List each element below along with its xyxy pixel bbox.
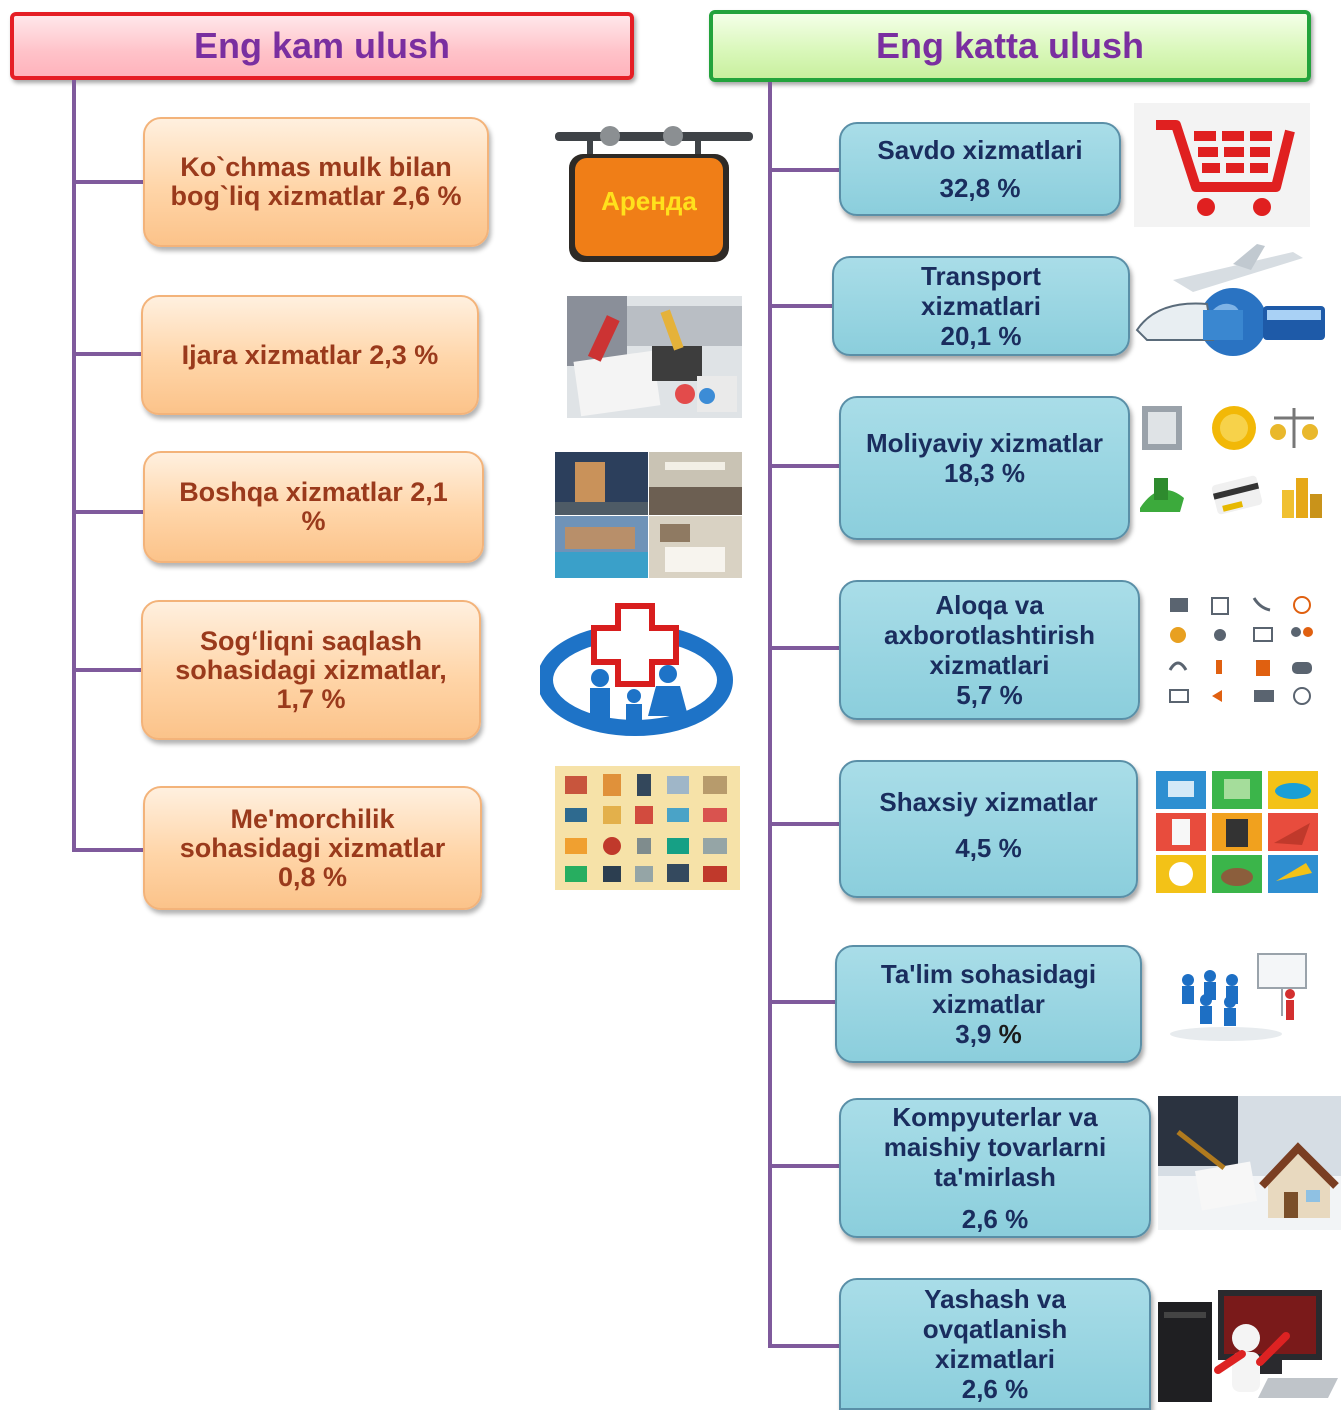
right-header: Eng katta ulush bbox=[709, 10, 1311, 82]
house-contract-photo bbox=[1158, 1096, 1341, 1230]
left-box-4-line-2: sohasidagi xizmatlar, bbox=[175, 654, 447, 685]
right-box-transport: Transport xizmatlari 20,1 % bbox=[832, 256, 1130, 356]
architecture-icons-grid bbox=[555, 766, 740, 890]
right-box-7-line-1: Kompyuterlar va bbox=[892, 1102, 1098, 1132]
right-box-accommodation: Yashash va ovqatlanish xizmatlari 2,6 % bbox=[839, 1278, 1151, 1410]
left-box-1-line-1: Ko`chmas mulk bilan bbox=[180, 152, 452, 182]
right-box-finance: Moliyaviy xizmatlar 18,3 % bbox=[839, 396, 1130, 540]
right-box-2-line-2: xizmatlari bbox=[921, 291, 1041, 321]
right-box-2-line-1: Transport bbox=[921, 261, 1041, 291]
transport-globe-icon bbox=[1133, 240, 1329, 360]
left-box-rent: Ijara xizmatlar 2,3 % bbox=[141, 295, 479, 415]
right-box-4-line-1: Aloqa va bbox=[935, 590, 1044, 620]
right-branch-1 bbox=[768, 168, 840, 172]
right-branch-2 bbox=[768, 304, 834, 308]
right-branch-3 bbox=[768, 464, 840, 468]
right-box-3-line-1: Moliyaviy xizmatlar bbox=[866, 428, 1103, 458]
left-trunk-line bbox=[72, 80, 76, 852]
right-box-personal: Shaxsiy xizmatlar 4,5 % bbox=[839, 760, 1138, 898]
left-box-3-line-1: Boshqa xizmatlar 2,1 bbox=[179, 477, 448, 507]
right-box-6-pct-sign: % bbox=[991, 1019, 1022, 1049]
left-branch-3 bbox=[72, 510, 144, 514]
left-box-3-line-2: % bbox=[301, 506, 326, 536]
left-box-architecture: Me'morchilik sohasidagi xizmatlar 0,8 % bbox=[143, 786, 482, 910]
right-box-4-line-4: 5,7 % bbox=[956, 680, 1023, 710]
right-trunk-line bbox=[768, 82, 772, 1348]
left-branch-1 bbox=[72, 180, 144, 184]
family-health-icon bbox=[540, 600, 740, 740]
right-branch-6 bbox=[768, 1000, 836, 1004]
right-box-education: Ta'lim sohasidagi xizmatlar 3,9 % bbox=[835, 945, 1142, 1063]
left-header: Eng kam ulush bbox=[10, 12, 634, 80]
left-branch-5 bbox=[72, 848, 144, 852]
right-box-trade: Savdo xizmatlari 32,8 % bbox=[839, 122, 1121, 216]
left-box-4-line-3: 1,7 % bbox=[276, 683, 346, 714]
left-box-2-line-1: Ijara xizmatlar 2,3 % bbox=[181, 339, 439, 370]
accounting-photo bbox=[567, 296, 742, 418]
right-box-8-line-4: 2,6 % bbox=[961, 1374, 1029, 1404]
right-box-1-pct: 32,8 % bbox=[939, 173, 1021, 203]
right-box-5-pct: 4,5 % bbox=[955, 833, 1022, 863]
left-branch-2 bbox=[72, 352, 142, 356]
left-box-real-estate: Ko`chmas mulk bilan bog`liq xizmatlar 2,… bbox=[143, 117, 489, 247]
right-box-2-line-3: 20,1 % bbox=[940, 321, 1022, 351]
right-box-7-line-2: maishiy tovarlarni bbox=[883, 1132, 1107, 1162]
left-box-5-line-1: Me'morchilik bbox=[230, 803, 395, 834]
right-box-6-line-1: Ta'lim sohasidagi bbox=[880, 959, 1097, 989]
left-branch-4 bbox=[72, 668, 142, 672]
right-branch-5 bbox=[768, 822, 840, 826]
right-box-1-line-1: Savdo xizmatlari bbox=[877, 135, 1083, 165]
right-box-8-line-3: xizmatlari bbox=[935, 1344, 1055, 1374]
right-box-4-line-2: axborotlashtirish bbox=[884, 620, 1095, 650]
right-branch-8 bbox=[768, 1344, 840, 1348]
left-header-title: Eng kam ulush bbox=[193, 25, 451, 66]
personal-services-icons-grid bbox=[1154, 769, 1320, 895]
rent-sign-text: Аренда bbox=[601, 186, 697, 216]
left-box-5-line-3: 0,8 % bbox=[277, 861, 348, 892]
right-header-title: Eng katta ulush bbox=[875, 25, 1145, 66]
right-box-5-line-1: Shaxsiy xizmatlar bbox=[879, 787, 1098, 817]
right-box-7-pct: 2,6 % bbox=[961, 1204, 1029, 1234]
communication-icons-grid bbox=[1160, 590, 1320, 710]
right-box-3-line-2: 18,3 % bbox=[944, 458, 1025, 488]
computer-repair-icon bbox=[1158, 1282, 1341, 1410]
right-box-6-line-2: xizmatlar bbox=[932, 989, 1045, 1019]
left-box-health: Sog‘liqni saqlash sohasidagi xizmatlar, … bbox=[141, 600, 481, 740]
teacher-class-icon bbox=[1166, 946, 1316, 1046]
left-box-4-line-1: Sog‘liqni saqlash bbox=[199, 625, 423, 656]
left-box-other: Boshqa xizmatlar 2,1 % bbox=[143, 451, 484, 563]
right-box-8-line-2: ovqatlanish bbox=[922, 1314, 1068, 1344]
rent-sign-icon: Аренда bbox=[555, 118, 753, 268]
right-box-8-line-1: Yashash va bbox=[924, 1284, 1066, 1314]
right-box-repair: Kompyuterlar va maishiy tovarlarni ta'mi… bbox=[839, 1098, 1151, 1238]
right-box-7-line-3: ta'mirlash bbox=[934, 1162, 1056, 1192]
right-box-4-line-3: xizmatlari bbox=[929, 650, 1050, 680]
left-box-5-line-2: sohasidagi xizmatlar bbox=[179, 832, 446, 863]
finance-icons-grid bbox=[1134, 398, 1330, 528]
left-box-1-line-2: bog`liq xizmatlar 2,6 % bbox=[170, 181, 462, 211]
shopping-cart-icon bbox=[1134, 103, 1310, 227]
hotel-photo-collage bbox=[555, 452, 742, 578]
right-branch-7 bbox=[768, 1164, 840, 1168]
right-branch-4 bbox=[768, 646, 840, 650]
right-box-6-pct-value: 3,9 bbox=[955, 1019, 992, 1049]
right-box-communication: Aloqa va axborotlashtirish xizmatlari 5,… bbox=[839, 580, 1140, 720]
right-box-6-pct: 3,9 % bbox=[955, 1021, 1022, 1047]
